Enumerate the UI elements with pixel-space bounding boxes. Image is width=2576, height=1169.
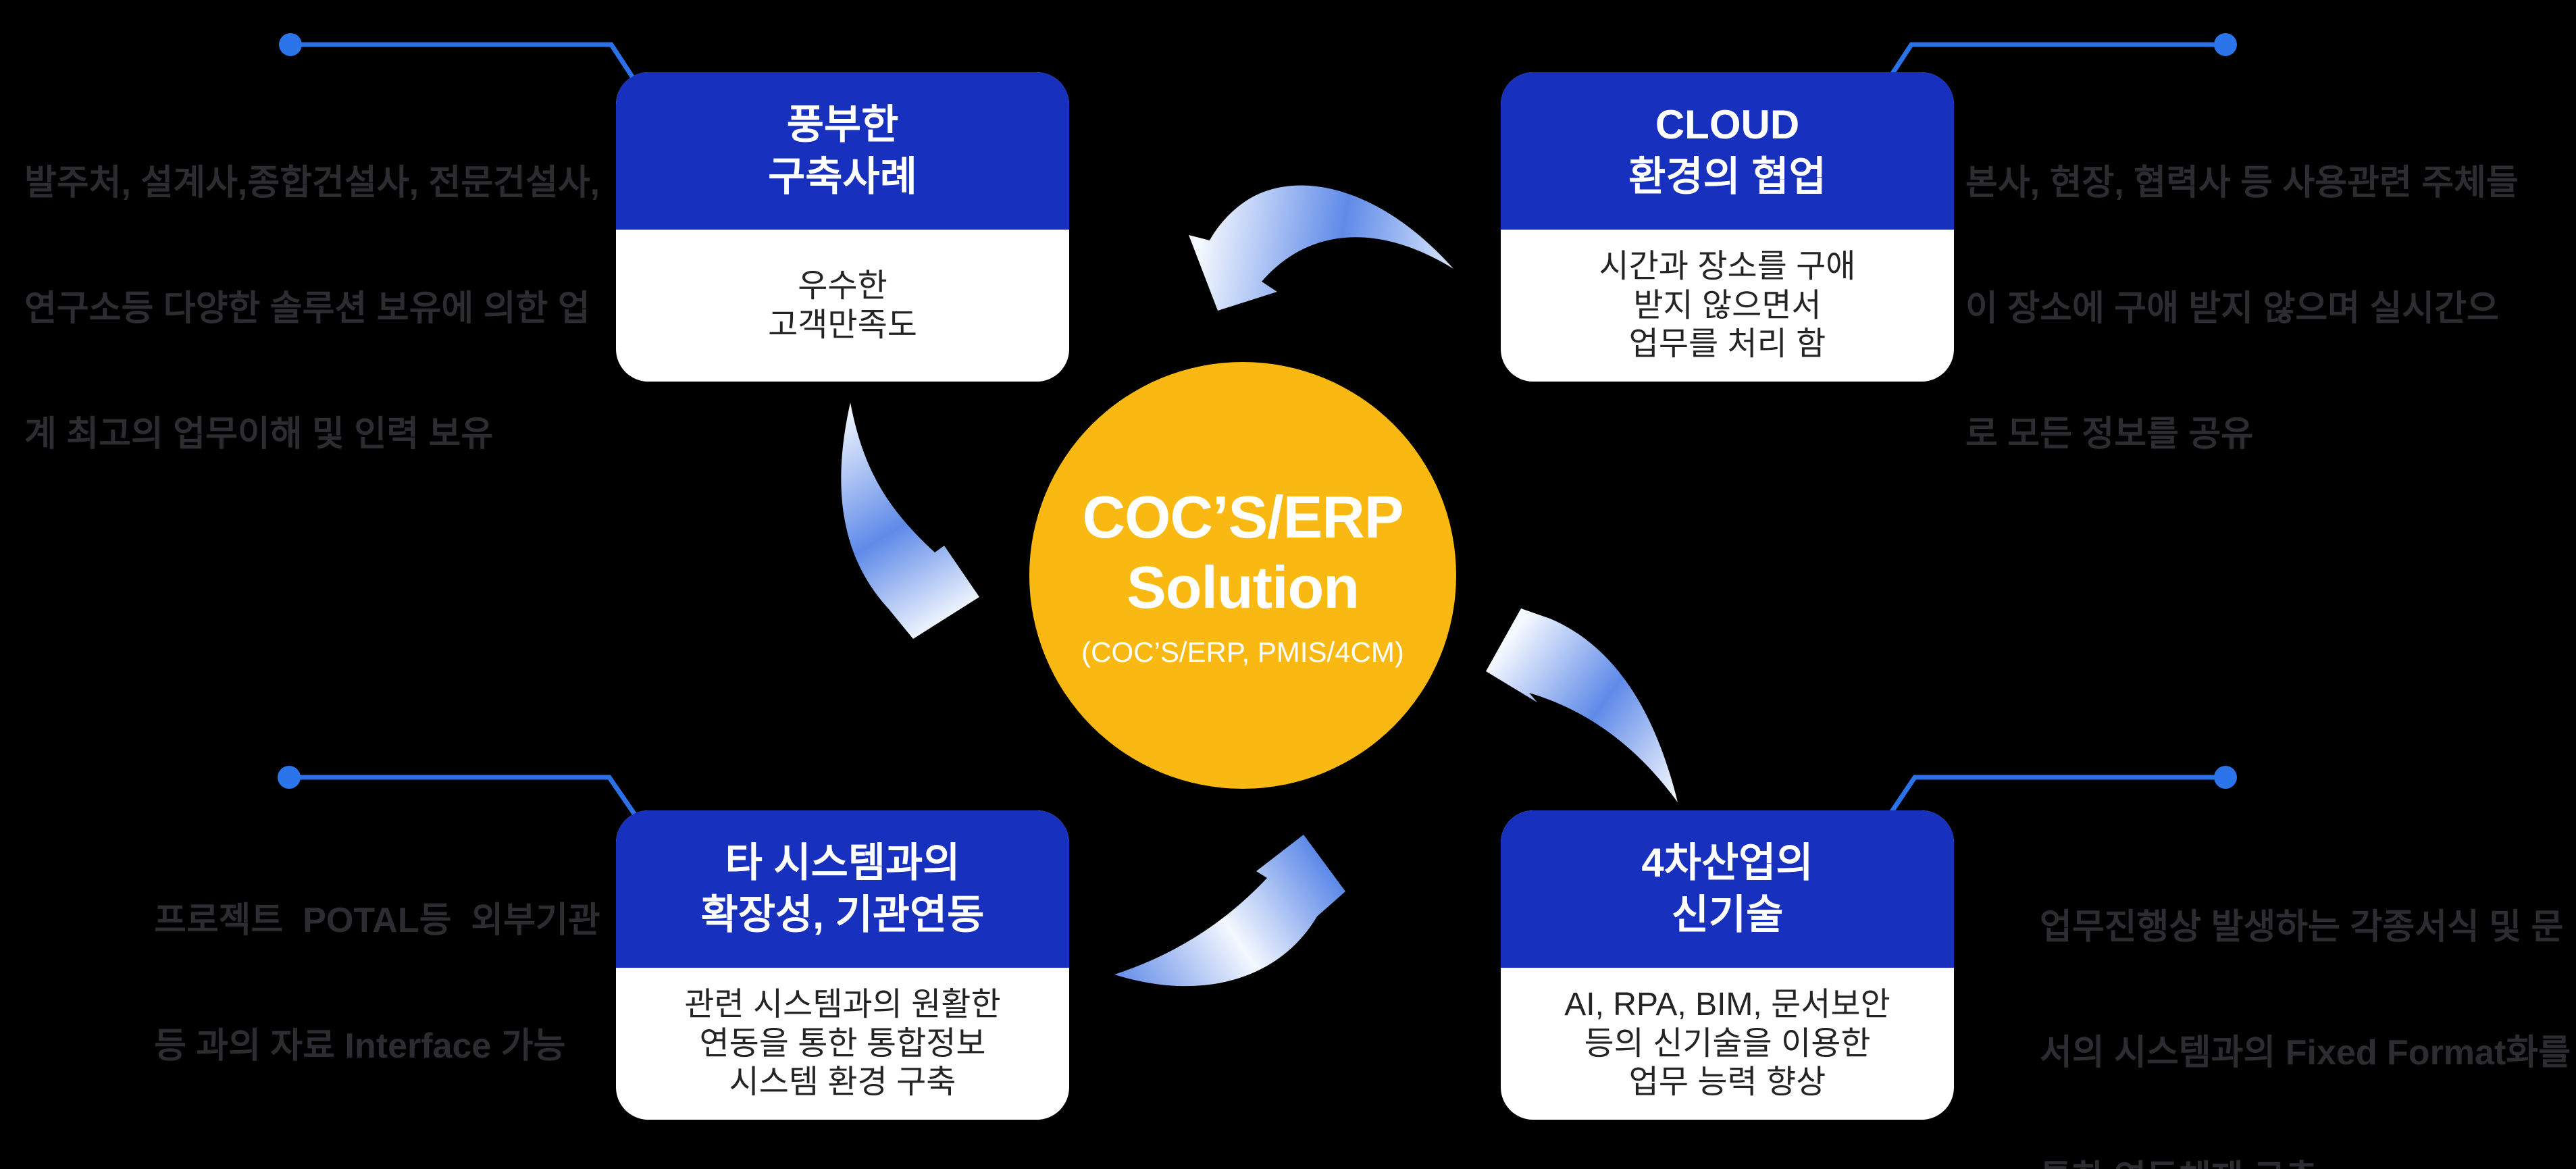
card-header-line: 타 시스템과의 <box>725 840 960 886</box>
connector-line <box>1882 775 2215 824</box>
solution-title-line1: COC’S/ERP <box>1082 484 1403 551</box>
card-body-line: 업무 능력 향상 <box>1628 1064 1826 1101</box>
card-bottom-left-header: 타 시스템과의 확장성, 기관연동 <box>616 810 1069 968</box>
side-note-line: 로 모든 정보를 공유 <box>1965 415 2254 454</box>
card-top-right-body: 시간과 장소를 구애 받지 않으면서 업무를 처리 함 <box>1501 230 1954 382</box>
card-body-line: 시간과 장소를 구애 <box>1599 249 1856 285</box>
card-header-line: 확장성, 기관연동 <box>700 891 985 937</box>
solution-circle: COC’S/ERP Solution (COC’S/ERP, PMIS/4CM) <box>1029 362 1456 789</box>
side-note-line: 본사, 현장, 협력사 등 사용관련 주체들 <box>1965 163 2519 203</box>
side-note-line: 프로젝트 POTAL등 외부기관 <box>154 901 600 940</box>
side-note-line: 서의 시스템과의 Fixed Format화를 <box>2040 1033 2571 1072</box>
card-bottom-right-header: 4차산업의 신기술 <box>1501 810 1954 968</box>
card-header-line: CLOUD <box>1655 102 1800 148</box>
side-note-top-left: 발주처, 설계사,종합건설사, 전문건설사, 연구소등 다양한 솔루션 보유에 … <box>24 78 600 539</box>
card-header-line: 구축사례 <box>768 153 917 199</box>
card-bottom-left: 타 시스템과의 확장성, 기관연동 관련 시스템과의 원활한 연동을 통한 통합… <box>616 810 1069 1120</box>
card-body-line: AI, RPA, BIM, 문서보안 <box>1564 987 1890 1023</box>
card-body-line: 고객만족도 <box>768 307 917 343</box>
solution-title-line2: Solution <box>1127 554 1360 621</box>
card-top-left-header: 풍부한 구축사례 <box>616 72 1069 230</box>
card-body-line: 등의 신기술을 이용한 <box>1584 1025 1871 1062</box>
side-note-line: 연구소등 다양한 솔루션 보유에 의한 업 <box>24 289 590 328</box>
card-header-line: 신기술 <box>1671 891 1784 937</box>
connector-bottom-left <box>278 766 642 824</box>
solution-subtitle: (COC’S/ERP, PMIS/4CM) <box>1081 635 1404 668</box>
curved-arrow-right-icon <box>1486 608 1678 802</box>
card-body-line: 받지 않으면서 <box>1633 287 1822 323</box>
side-note-line: 등 과의 자료 Interface 가능 <box>154 1027 566 1066</box>
card-bottom-right: 4차산업의 신기술 AI, RPA, BIM, 문서보안 등의 신기술을 이용한… <box>1501 810 1954 1120</box>
side-note-line: 업무진행상 발생하는 각종서식 및 문 <box>2040 908 2564 947</box>
card-header-line: 풍부한 <box>786 102 899 148</box>
card-top-right: CLOUD 환경의 협업 시간과 장소를 구애 받지 않으면서 업무를 처리 함 <box>1501 72 1954 382</box>
connector-dot-icon <box>279 33 302 56</box>
card-top-left: 풍부한 구축사례 우수한 고객만족도 <box>616 72 1069 382</box>
side-note-bottom-left: 프로젝트 POTAL등 외부기관 등 과의 자료 Interface 가능 <box>154 816 600 1151</box>
side-note-line: 발주처, 설계사,종합건설사, 전문건설사, <box>24 163 600 203</box>
card-bottom-left-body: 관련 시스템과의 원활한 연동을 통한 통합정보 시스템 환경 구축 <box>616 968 1069 1120</box>
card-body-line: 연동을 통한 통합정보 <box>699 1025 986 1062</box>
card-body-line: 우수한 <box>798 267 887 304</box>
curved-arrow-bottom-icon <box>1114 835 1345 987</box>
card-body-line: 관련 시스템과의 원활한 <box>684 987 1001 1023</box>
card-body-line: 업무를 처리 함 <box>1628 326 1826 363</box>
side-note-bottom-right: 업무진행상 발생하는 각종서식 및 문 서의 시스템과의 Fixed Forma… <box>2040 823 2571 1169</box>
side-note-line: 통한 연동체제 구축 <box>2040 1158 2571 1169</box>
card-bottom-right-body: AI, RPA, BIM, 문서보안 등의 신기술을 이용한 업무 능력 향상 <box>1501 968 1954 1120</box>
side-note-top-right: 본사, 현장, 협력사 등 사용관련 주체들 이 장소에 구애 받지 않으며 실… <box>1965 78 2519 539</box>
curved-arrow-top-icon <box>1189 185 1453 311</box>
connector-dot-icon <box>2214 766 2237 789</box>
card-body-line: 시스템 환경 구축 <box>729 1064 956 1101</box>
side-note-line: 이 장소에 구애 받지 않으며 실시간으 <box>1965 289 2499 328</box>
card-header-line: 환경의 협업 <box>1628 153 1826 199</box>
side-note-line: 계 최고의 업무이해 및 인력 보유 <box>24 415 494 454</box>
connector-dot-icon <box>2214 33 2237 56</box>
connector-line <box>300 775 642 824</box>
card-header-line: 4차산업의 <box>1641 840 1813 886</box>
curved-arrow-left-icon <box>841 402 979 639</box>
connector-dot-icon <box>278 766 301 789</box>
card-top-left-body: 우수한 고객만족도 <box>616 230 1069 382</box>
connector-bottom-right <box>1882 766 2237 824</box>
card-top-right-header: CLOUD 환경의 협업 <box>1501 72 1954 230</box>
